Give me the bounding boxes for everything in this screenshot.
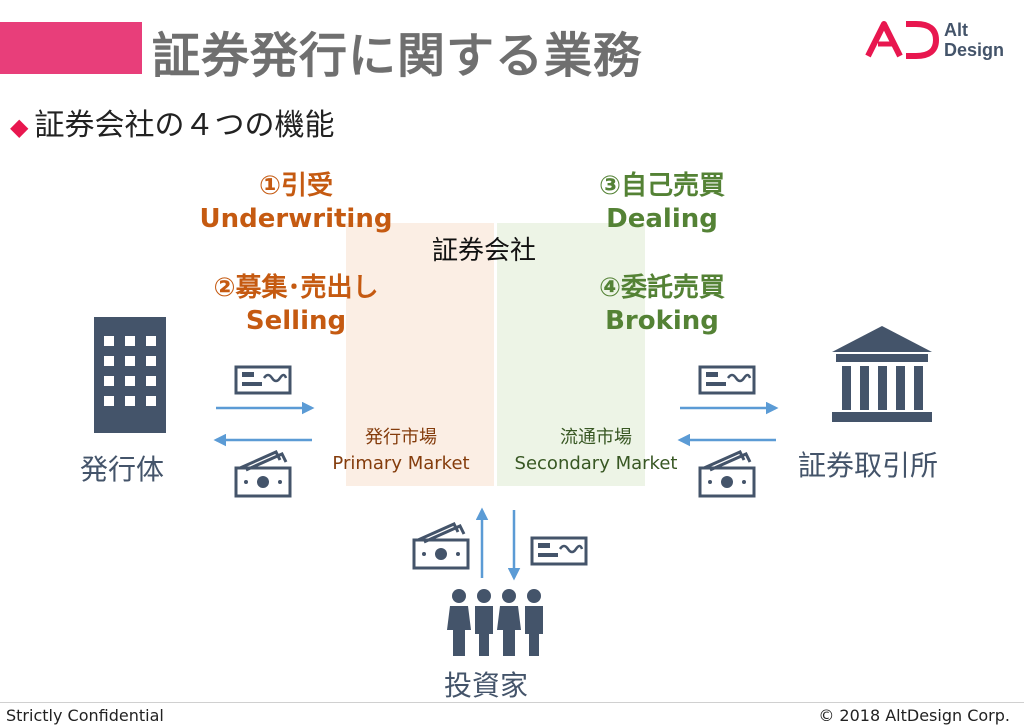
- function-english: Selling: [245, 306, 347, 336]
- function-title: ④委託売買: [598, 273, 725, 303]
- function-underwriting: ①引受 Underwriting: [196, 170, 396, 236]
- check-icon: [698, 365, 756, 395]
- investors-people-icon: [447, 589, 543, 656]
- secondary-market-zone: [497, 223, 645, 486]
- investor-label: 投資家: [444, 669, 529, 702]
- cash-icon: [698, 450, 756, 498]
- securities-company-label: 証券会社: [432, 236, 537, 266]
- secondary-market-label: 流通市場 Secondary Market: [496, 425, 696, 477]
- check-icon: [234, 365, 292, 395]
- logo-mark-icon: [865, 21, 940, 59]
- accent-bar: [0, 22, 142, 74]
- function-english: Underwriting: [199, 204, 393, 234]
- secondary-market-en: Secondary Market: [514, 453, 678, 474]
- function-title: ①引受: [258, 171, 333, 201]
- exchange-bank-icon: [832, 326, 932, 422]
- page-title: 証券発行に関する業務: [152, 28, 643, 84]
- footer-divider: [0, 702, 1024, 703]
- logo-text-design: Design: [944, 40, 1004, 60]
- office-building-icon: [94, 317, 166, 433]
- function-title: ②募集･売出し: [213, 273, 379, 303]
- footer-copyright: © 2018 AltDesign Corp.: [818, 706, 1010, 725]
- function-selling: ②募集･売出し Selling: [196, 272, 396, 338]
- function-dealing: ③自己売買 Dealing: [562, 170, 762, 236]
- cash-icon: [412, 522, 470, 570]
- issuer-label: 発行体: [80, 453, 165, 486]
- primary-market-ja: 発行市場: [365, 427, 437, 448]
- function-broking: ④委託売買 Broking: [562, 272, 762, 338]
- secondary-market-ja: 流通市場: [560, 427, 632, 448]
- subtitle-text: 証券会社の４つの機能: [34, 108, 335, 143]
- primary-market-label: 発行市場 Primary Market: [306, 425, 496, 477]
- section-subtitle: ◆証券会社の４つの機能: [10, 100, 334, 144]
- cash-icon: [234, 450, 292, 498]
- diamond-bullet-icon: ◆: [10, 113, 29, 141]
- primary-market-en: Primary Market: [332, 453, 470, 474]
- altdesign-logo: Alt Design: [865, 20, 1004, 60]
- function-english: Broking: [605, 306, 719, 336]
- function-english: Dealing: [606, 204, 718, 234]
- primary-market-zone: [346, 223, 494, 486]
- exchange-label: 証券取引所: [798, 449, 939, 482]
- footer-confidential: Strictly Confidential: [6, 706, 164, 725]
- check-icon: [530, 536, 588, 566]
- function-title: ③自己売買: [598, 171, 725, 201]
- logo-text-alt: Alt: [944, 20, 968, 40]
